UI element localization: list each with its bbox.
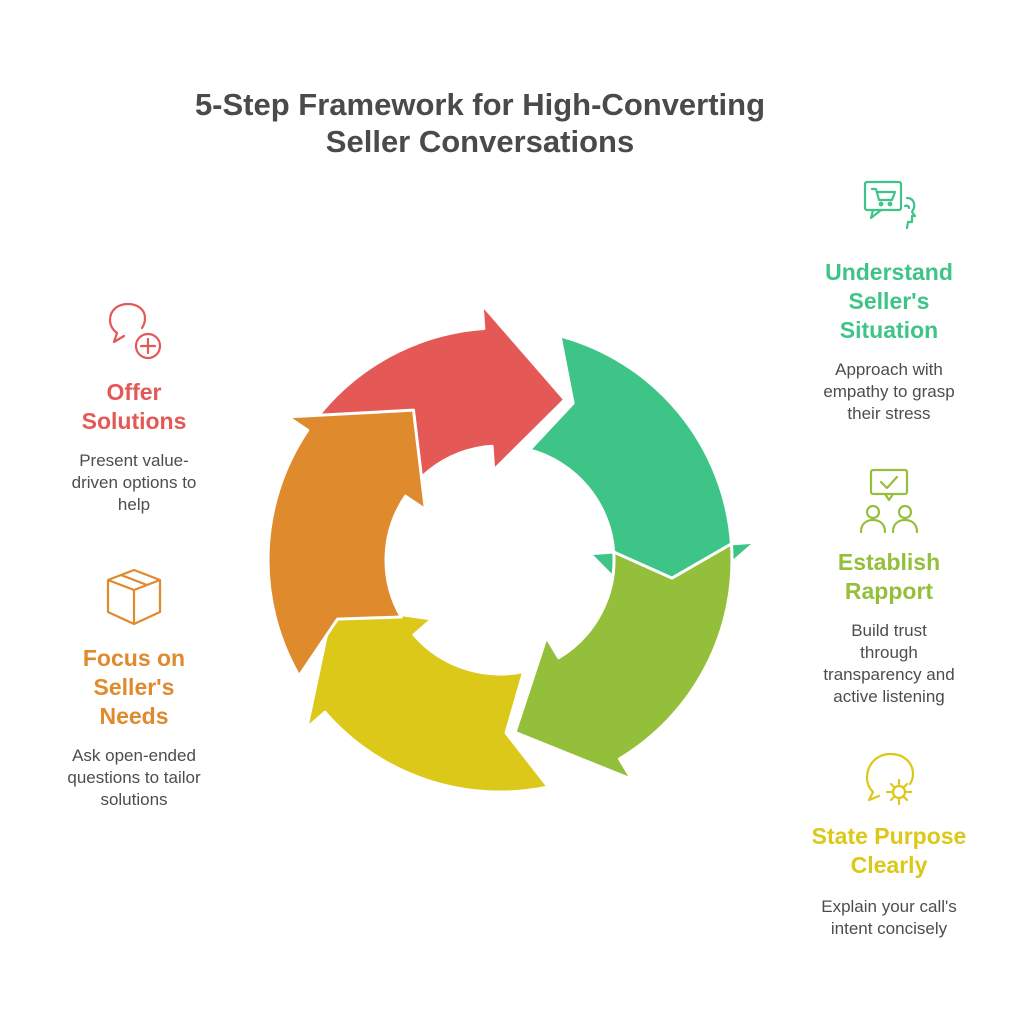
step-description: Approach with empathy to grasp their str… xyxy=(823,360,955,423)
step-purpose: State Purpose Clearly Explain your call'… xyxy=(789,748,989,940)
chat-plus-icon xyxy=(108,302,162,360)
shopping-cart-speech-icon xyxy=(863,180,917,230)
cycle-arrow-purpose xyxy=(305,603,550,794)
chat-gear-icon xyxy=(865,752,915,806)
step-description: Build trust through transparency and act… xyxy=(823,621,955,706)
step-understand: Understand Seller's Situation Approach w… xyxy=(789,176,989,425)
step-description: Explain your call's intent concisely xyxy=(821,897,957,938)
diagram-title: 5-Step Framework for High-Converting Sel… xyxy=(150,86,810,160)
cycle-arrow-needs xyxy=(266,408,427,678)
step-heading: Establish Rapport xyxy=(837,549,941,604)
step-solutions: Offer Solutions Present value- driven op… xyxy=(34,300,234,516)
step-description: Ask open-ended questions to tailor solut… xyxy=(67,746,201,809)
title-line-2: Seller Conversations xyxy=(325,124,635,159)
people-checkmark-icon xyxy=(859,468,919,534)
step-description: Present value- driven options to help xyxy=(71,451,197,514)
step-needs: Focus on Seller's Needs Ask open-ended q… xyxy=(34,566,234,811)
box-icon xyxy=(106,568,162,626)
cycle-arrow-rapport xyxy=(513,542,734,781)
title-line-1: 5-Step Framework for High-Converting xyxy=(194,87,766,122)
step-heading: Understand Seller's Situation xyxy=(825,259,953,343)
cycle-diagram xyxy=(266,303,757,794)
step-heading: Focus on Seller's Needs xyxy=(82,645,186,729)
step-heading: Offer Solutions xyxy=(81,379,187,434)
step-heading: State Purpose Clearly xyxy=(811,823,967,878)
step-rapport: Establish Rapport Build trust through tr… xyxy=(789,466,989,708)
